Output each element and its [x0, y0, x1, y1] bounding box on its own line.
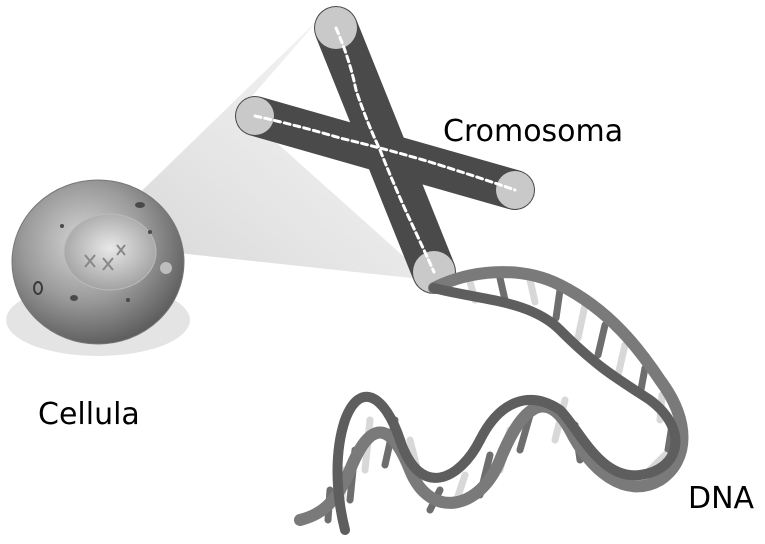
dna-helix: [300, 272, 683, 530]
cell-nucleus: [64, 214, 156, 290]
cell: [12, 180, 184, 344]
dna-base-pair: [556, 290, 560, 318]
chromosome-label: Cromosoma: [443, 114, 623, 149]
dna-backbone-strand: [338, 288, 676, 530]
dna-label: DNA: [688, 481, 755, 516]
dna-base-pair: [598, 325, 605, 355]
cell-label: Cellula: [38, 397, 140, 432]
dna-base-pair: [500, 278, 505, 300]
dna-base-pair: [618, 345, 625, 375]
dna-base-pair: [578, 305, 585, 338]
dna-base-pair: [530, 280, 535, 302]
